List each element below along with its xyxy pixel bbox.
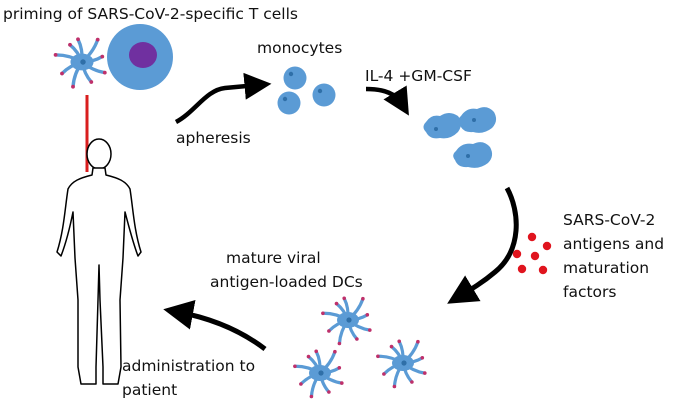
- arrow-administration: [163, 300, 267, 351]
- dendritic-cell-mature-1: [321, 296, 372, 346]
- label-priming-t-cells: priming of SARS-CoV-2-specific T cells: [3, 5, 298, 23]
- arrow-maturation: [447, 186, 519, 304]
- label-mature-dcs-line-2: antigen-loaded DCs: [210, 273, 363, 291]
- label-monocytes: monocytes: [257, 39, 343, 57]
- immature-dc-2: [458, 107, 497, 133]
- immature-dc-3: [453, 142, 493, 168]
- monocyte-1: [283, 66, 307, 90]
- antigen-dots: [512, 232, 552, 275]
- label-antigens-line-1: SARS-CoV-2: [563, 211, 656, 229]
- dendritic-cell-mature-3: [376, 339, 427, 389]
- t-cell: [107, 24, 173, 90]
- arrow-cytokines: [365, 85, 409, 116]
- label-cytokines: IL-4 +GM-CSF: [365, 67, 472, 85]
- label-antigens-line-3: maturation: [563, 259, 650, 277]
- label-mature-dcs-line-1: mature viral: [226, 249, 321, 267]
- label-administration-line-1: administration to: [122, 357, 256, 375]
- label-administration-line-2: patient: [122, 381, 178, 399]
- patient-silhouette: [56, 138, 142, 385]
- dendritic-cell-mature-2: [293, 349, 344, 399]
- monocyte-2: [312, 83, 336, 107]
- immature-dc-1: [423, 113, 461, 139]
- dendritic-cell-priming: [53, 37, 107, 89]
- arrow-apheresis: [174, 72, 272, 124]
- label-apheresis: apheresis: [176, 129, 251, 147]
- monocyte-3: [277, 91, 301, 115]
- label-antigens-line-2: antigens and: [563, 235, 665, 253]
- label-antigens-line-4: factors: [563, 283, 617, 301]
